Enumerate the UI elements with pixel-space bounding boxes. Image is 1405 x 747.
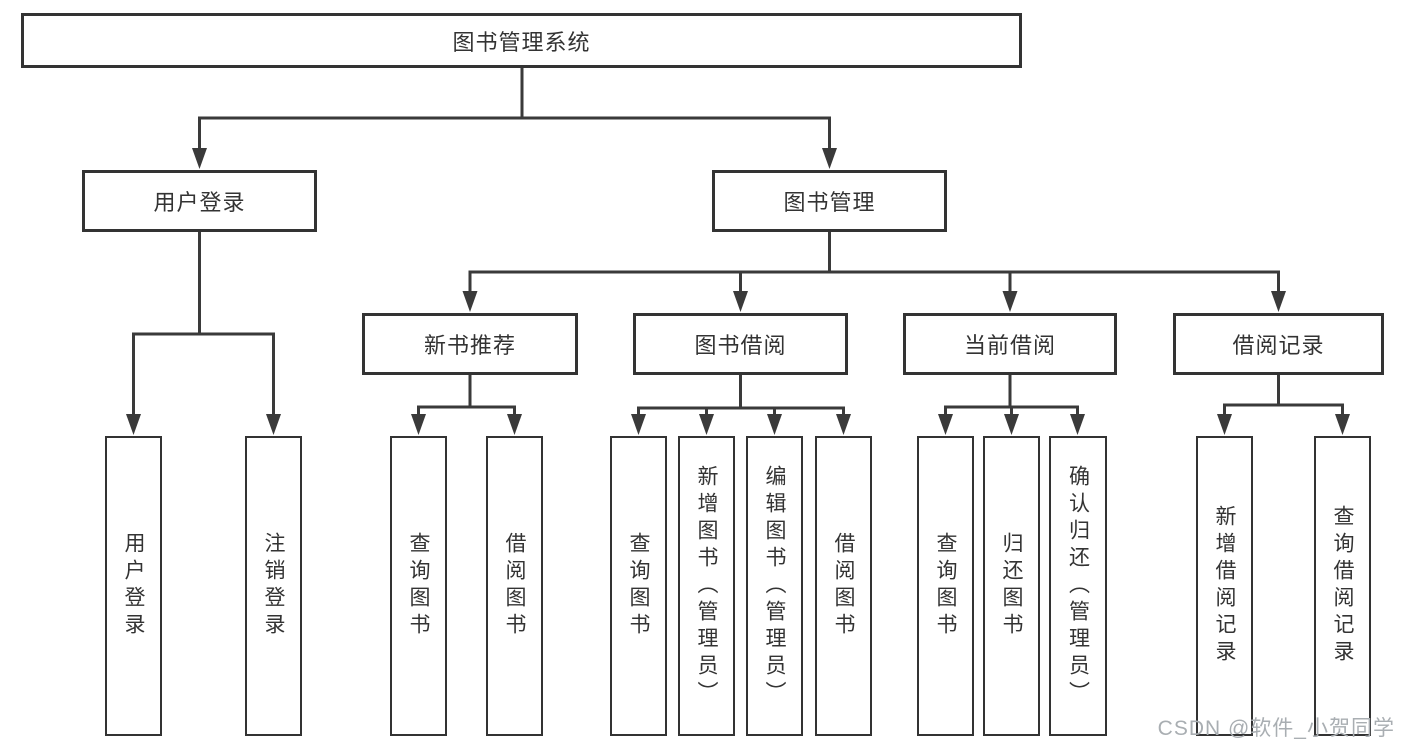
leaf-query-borrow-record: 查询借阅记录: [1314, 436, 1371, 736]
node-user-login: 用户登录: [82, 170, 317, 232]
leaf-return-books: 归还图书: [983, 436, 1040, 736]
csdn-watermark: CSDN @软件_小贺同学: [1157, 717, 1395, 740]
node-label: 查询图书: [407, 532, 430, 640]
leaf-query-books-recommend: 查询图书: [390, 436, 447, 736]
node-label: 新增借阅记录: [1213, 505, 1236, 667]
node-label: 注销登录: [262, 532, 285, 640]
node-label: 查询图书: [934, 532, 957, 640]
node-label: 归还图书: [1000, 532, 1023, 640]
node-label: 查询借阅记录: [1331, 505, 1354, 667]
node-label: 确认归还（管理员）: [1066, 464, 1090, 708]
leaf-confirm-return-admin: 确认归还（管理员）: [1049, 436, 1107, 736]
node-label: 用户登录: [153, 190, 246, 215]
node-label: 编辑图书（管理员）: [763, 464, 786, 708]
node-label: 借阅图书: [832, 532, 855, 640]
leaf-add-book-admin: 新增图书（管理员）: [678, 436, 735, 736]
node-borrow-records: 借阅记录: [1173, 313, 1384, 375]
node-label: 当前借阅: [963, 333, 1056, 358]
leaf-borrow-books: 借阅图书: [815, 436, 872, 736]
leaf-borrow-books-recommend: 借阅图书: [486, 436, 543, 736]
node-current-borrow: 当前借阅: [903, 313, 1117, 375]
node-new-book-recommend: 新书推荐: [362, 313, 578, 375]
node-label: 新书推荐: [423, 333, 516, 358]
node-label: 新增图书（管理员）: [695, 464, 718, 708]
leaf-add-borrow-record: 新增借阅记录: [1196, 436, 1253, 736]
node-label: 用户登录: [122, 532, 145, 640]
node-book-borrow: 图书借阅: [633, 313, 848, 375]
node-label: 图书借阅: [694, 333, 787, 358]
node-label: 图书管理: [783, 190, 876, 215]
node-label: 借阅记录: [1232, 333, 1325, 358]
node-label: 图书管理系统: [452, 29, 591, 55]
node-root-library-system: 图书管理系统: [21, 13, 1022, 68]
leaf-user-login: 用户登录: [105, 436, 162, 736]
leaf-query-books-current: 查询图书: [917, 436, 974, 736]
leaf-edit-book-admin: 编辑图书（管理员）: [746, 436, 803, 736]
leaf-logout: 注销登录: [245, 436, 302, 736]
node-label: 借阅图书: [503, 532, 526, 640]
leaf-query-books-borrow: 查询图书: [610, 436, 667, 736]
node-label: 查询图书: [627, 532, 650, 640]
node-book-management: 图书管理: [712, 170, 947, 232]
